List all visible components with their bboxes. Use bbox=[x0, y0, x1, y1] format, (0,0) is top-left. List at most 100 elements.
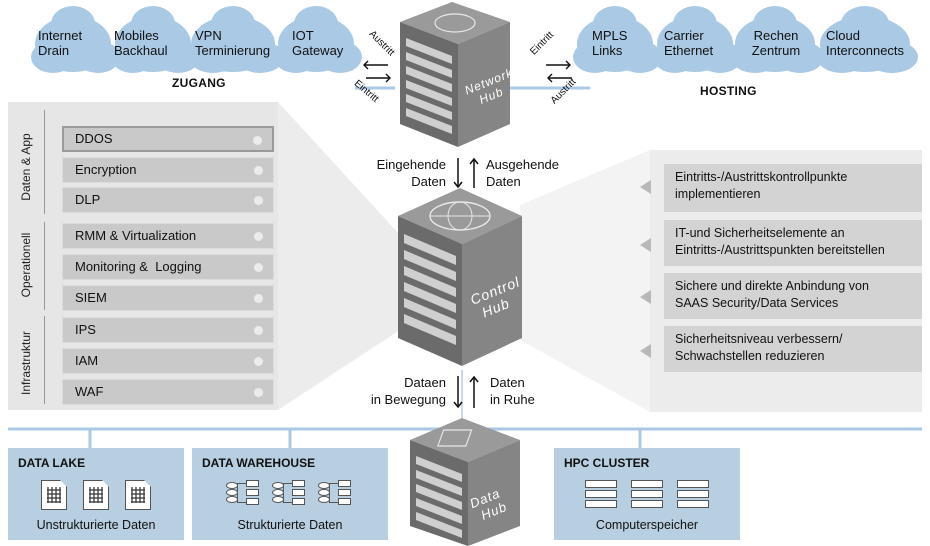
cloud-label: Zentrum bbox=[751, 43, 801, 58]
hpc-cluster-box: HPC CLUSTER Computerspeicher bbox=[554, 448, 740, 540]
cloud-label: Mobiles bbox=[114, 28, 159, 43]
security-item-ips[interactable]: IPS bbox=[62, 317, 274, 343]
status-dot bbox=[254, 294, 263, 303]
right-exchange-arrows-icon bbox=[546, 60, 572, 83]
data-in-motion-label: Dataen in Bewegung bbox=[366, 374, 446, 408]
file-icon bbox=[125, 480, 151, 510]
benefit-line: Sicherheitsniveau verbessern/ bbox=[675, 332, 843, 346]
cloud-mobiles-backhaul: Mobiles Backhaul bbox=[114, 28, 190, 58]
security-item-label: IPS bbox=[75, 322, 96, 337]
flow-label-line: Ausgehende bbox=[486, 157, 560, 172]
file-icons bbox=[8, 480, 184, 510]
security-item-label: SIEM bbox=[75, 290, 107, 305]
security-item-waf[interactable]: WAF bbox=[62, 379, 274, 405]
data-hub-cube bbox=[410, 418, 520, 546]
cloud-iot-gateway: IOT Gateway bbox=[292, 28, 362, 58]
status-dot bbox=[254, 357, 263, 366]
status-dot bbox=[254, 196, 263, 205]
cloud-label: Gateway bbox=[292, 43, 344, 58]
cloud-label: Drain bbox=[38, 43, 70, 58]
pointer-triangle-icon bbox=[640, 290, 651, 304]
benefit-line: Eintritts-/Austrittspunkten bereitstelle… bbox=[675, 243, 885, 257]
cloud-label: Carrier bbox=[664, 28, 704, 43]
flow-label-line: Dataen bbox=[404, 375, 446, 390]
data-lake-box: DATA LAKE Unstrukturierte Daten bbox=[8, 448, 184, 540]
security-item-iam[interactable]: IAM bbox=[62, 348, 274, 374]
server-icons bbox=[554, 480, 740, 510]
cloud-interconnects: Cloud Interconnects bbox=[826, 28, 922, 58]
status-dot bbox=[253, 136, 262, 145]
cloud-label: Rechen bbox=[753, 28, 799, 43]
cloud-rechen-zentrum: Rechen Zentrum bbox=[740, 28, 812, 58]
database-icon bbox=[272, 480, 308, 506]
hosting-title: HOSTING bbox=[700, 84, 757, 98]
benefit-line: IT-und Sicherheitselemente an bbox=[675, 226, 845, 240]
file-icon bbox=[83, 480, 109, 510]
status-dot bbox=[254, 388, 263, 397]
cloud-label: Ethernet bbox=[664, 43, 714, 58]
cloud-carrier-ethernet: Carrier Ethernet bbox=[664, 28, 730, 58]
status-dot bbox=[254, 232, 263, 241]
server-icon bbox=[585, 480, 617, 508]
box-title: HPC CLUSTER bbox=[564, 456, 650, 470]
benefit-line: implementieren bbox=[675, 187, 761, 201]
cloud-group-zugang bbox=[31, 6, 362, 73]
box-subtitle: Computerspeicher bbox=[595, 518, 699, 532]
benefit-item-4: Sicherheitsniveau verbessern/ Schwachste… bbox=[664, 326, 922, 372]
flow-label-line: Daten bbox=[486, 174, 521, 189]
cloud-label: MPLS bbox=[592, 28, 628, 43]
benefit-line: Sichere und direkte Anbindung von bbox=[675, 279, 869, 293]
data-warehouse-box: DATA WAREHOUSE Strukturierte Daten bbox=[192, 448, 388, 540]
cloud-vpn-terminierung: VPN Terminierung bbox=[195, 28, 285, 58]
security-item-rmm[interactable]: RMM & Virtualization bbox=[62, 223, 274, 249]
box-subtitle: Unstrukturierte Daten bbox=[36, 518, 156, 532]
box-subtitle: Strukturierte Daten bbox=[237, 518, 343, 532]
security-item-monitoring[interactable]: Monitoring & Logging bbox=[62, 254, 274, 280]
security-item-ddos[interactable]: DDOS bbox=[62, 126, 274, 152]
zugang-title: ZUGANG bbox=[172, 76, 226, 90]
database-icon bbox=[226, 480, 262, 506]
cloud-label: Links bbox=[592, 43, 623, 58]
status-dot bbox=[254, 326, 263, 335]
benefit-item-3: Sichere und direkte Anbindung von SAAS S… bbox=[664, 273, 922, 319]
file-icon bbox=[41, 480, 67, 510]
flow-label-line: in Ruhe bbox=[490, 392, 535, 407]
outgoing-data-label: Ausgehende Daten bbox=[486, 156, 559, 190]
cloud-label: Interconnects bbox=[826, 43, 905, 58]
security-item-label: DDOS bbox=[75, 131, 113, 146]
group-divider bbox=[44, 222, 45, 310]
cloud-label: Cloud bbox=[826, 28, 860, 43]
benefit-line: SAAS Security/Data Services bbox=[675, 296, 839, 310]
pointer-triangle-icon bbox=[640, 238, 651, 252]
cloud-mpls-links: MPLS Links bbox=[592, 28, 652, 58]
flow-label-line: Eingehende bbox=[376, 157, 446, 172]
security-item-label: DLP bbox=[75, 192, 101, 207]
pointer-triangle-icon bbox=[640, 180, 651, 194]
security-item-encryption[interactable]: Encryption bbox=[62, 157, 274, 183]
cloud-group-hosting bbox=[573, 6, 918, 73]
security-item-dlp[interactable]: DLP bbox=[62, 187, 274, 213]
cloud-label: Internet bbox=[38, 28, 83, 43]
benefit-line: Eintritts-/Austrittskontrollpunkte bbox=[675, 170, 848, 184]
benefit-item-1: Eintritts-/Austrittskontrollpunkte imple… bbox=[664, 164, 922, 212]
security-item-label: IAM bbox=[75, 353, 99, 368]
database-icon bbox=[318, 480, 354, 506]
box-title: DATA LAKE bbox=[18, 456, 86, 470]
network-hub-cube bbox=[400, 2, 510, 147]
flow-label-line: Daten bbox=[490, 375, 525, 390]
benefit-item-2: IT-und Sicherheitselemente an Eintritts-… bbox=[664, 220, 922, 266]
group-label-operationell: Operationell bbox=[19, 232, 33, 298]
security-item-label: WAF bbox=[75, 384, 104, 399]
benefit-line: Schwachstellen reduzieren bbox=[675, 349, 825, 363]
updown-arrows-icon bbox=[453, 157, 479, 189]
server-icon bbox=[677, 480, 709, 508]
pointer-triangle-icon bbox=[640, 344, 651, 358]
security-item-siem[interactable]: SIEM bbox=[62, 285, 274, 311]
cloud-label: Backhaul bbox=[114, 43, 168, 58]
cloud-label: Terminierung bbox=[195, 43, 271, 58]
security-item-label: Encryption bbox=[75, 162, 137, 177]
box-title: DATA WAREHOUSE bbox=[202, 456, 316, 470]
group-divider bbox=[44, 316, 45, 404]
cloud-label: VPN bbox=[195, 28, 222, 43]
